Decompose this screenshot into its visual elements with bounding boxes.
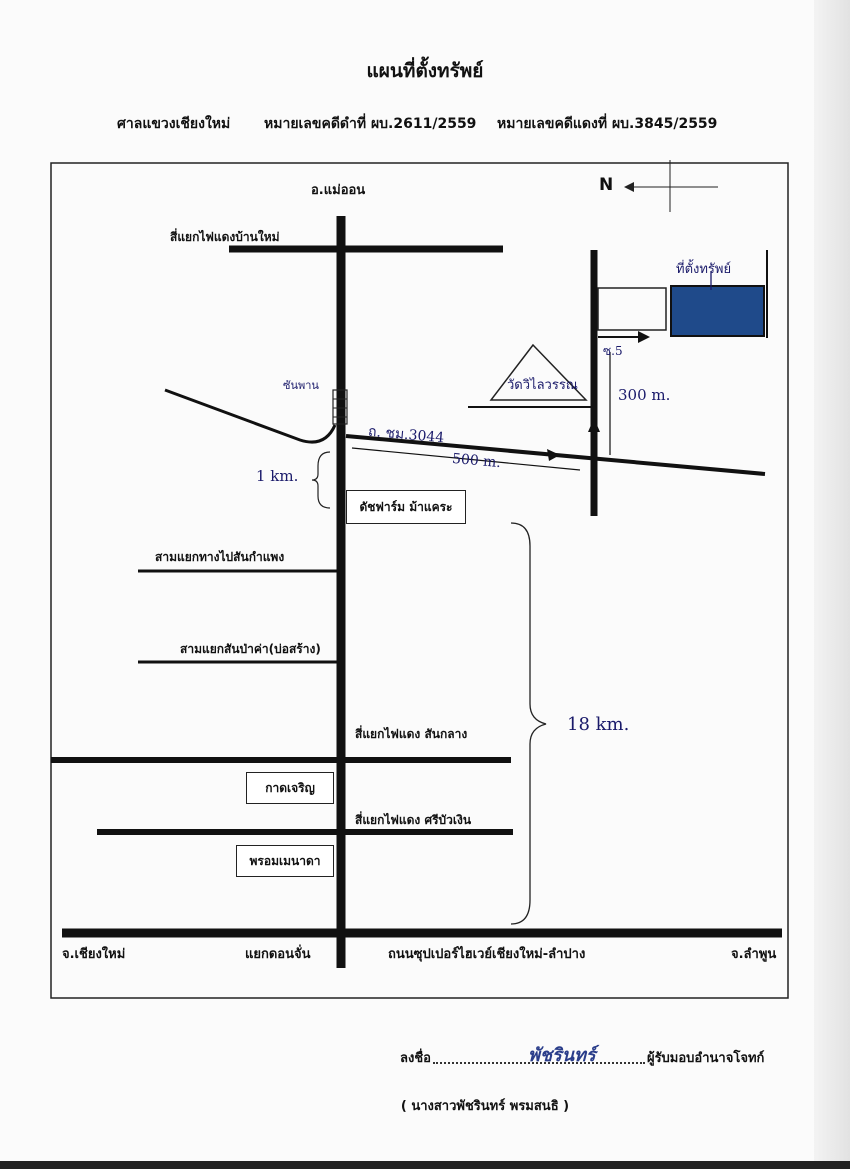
label-temple: วัดวิไลวรรณ [507,378,578,393]
signature-line: พัชรินทร์ [432,1045,645,1066]
neighbour-plot [597,287,667,331]
brace-18km [510,522,547,925]
brace-1km [311,451,331,509]
label-baanmai-intersection: สี่แยกไฟแดงบ้านใหม่ [170,230,280,244]
label-sanklang-intersection: สี่แยกไฟแดง สันกลาง [355,727,468,741]
label-soi-5: ซ.5 [603,344,623,358]
label-dist-18km: 18 km. [567,714,630,735]
soi-to-property-arrow [638,331,650,343]
label-sribuangoen-intersection: สี่แยกไฟแดง ศรีบัวเงิน [355,813,472,827]
signature-role: ผู้รับมอบอำนาจโจทก์ [646,1051,765,1066]
signature-label: ลงชื่อ [400,1051,431,1066]
north-label: N [599,175,614,195]
label-sanpakha-junction: สามแยกสันป่าค่า(บ่อสร้าง) [180,642,321,656]
label-superhighway: ถนนซุปเปอร์ไฮเวย์เชียงใหม่-ลำปาง [388,947,586,962]
soi-5-arrow [588,418,600,432]
dist-500-arrow [547,449,560,461]
label-chiang-mai: จ.เชียงใหม่ [62,947,126,962]
signature-row: ลงชื่อ พัชรินทร์ ผู้รับมอบอำนาจโจทก์ [400,1045,765,1068]
court-name: ศาลแขวงเชียงใหม่ [117,116,231,132]
label-sankamphaeng-junction: สามแยกทางไปสันกำแพง [155,550,285,564]
label-prom-menada: พรอมเมนาดา [236,845,334,877]
label-don-chan: แยกดอนจั่น [245,947,311,962]
property-plot [670,285,765,337]
page-title: แผนที่ตั้งทรัพย์ [366,60,484,82]
red-case-number: หมายเลขคดีแดงที่ ผบ.3845/2559 [497,116,718,132]
label-dutch-farm: ดัชฟาร์ม ม้าแคระ [346,490,466,524]
label-dist-1km: 1 km. [256,467,299,485]
page-edge [814,0,850,1169]
page-bottom-edge [0,1161,850,1169]
label-kad-charoen: กาดเจริญ [246,772,334,804]
handwritten-signature: พัชรินทร์ [527,1045,596,1066]
black-case-number: หมายเลขคดีดำที่ ผบ.2611/2559 [264,116,477,132]
label-lamphun: จ.ลำพูน [731,947,777,962]
map-frame [50,162,789,999]
dist-500-line [351,447,581,471]
temple-triangle [489,343,588,401]
label-dist-300: 300 m. [618,386,671,404]
label-mae-on: อ.แม่ออน [311,183,366,198]
sanphan-building [332,389,348,425]
label-sanphan: ซันพาน [283,379,319,392]
north-arrow-head [624,182,634,192]
label-property: ที่ตั้งทรัพย์ [676,262,732,277]
road-left-diagonal [164,388,337,444]
signatory-name: ( นางสาวพัชรินทร์ พรมสนธิ ) [400,1099,570,1114]
